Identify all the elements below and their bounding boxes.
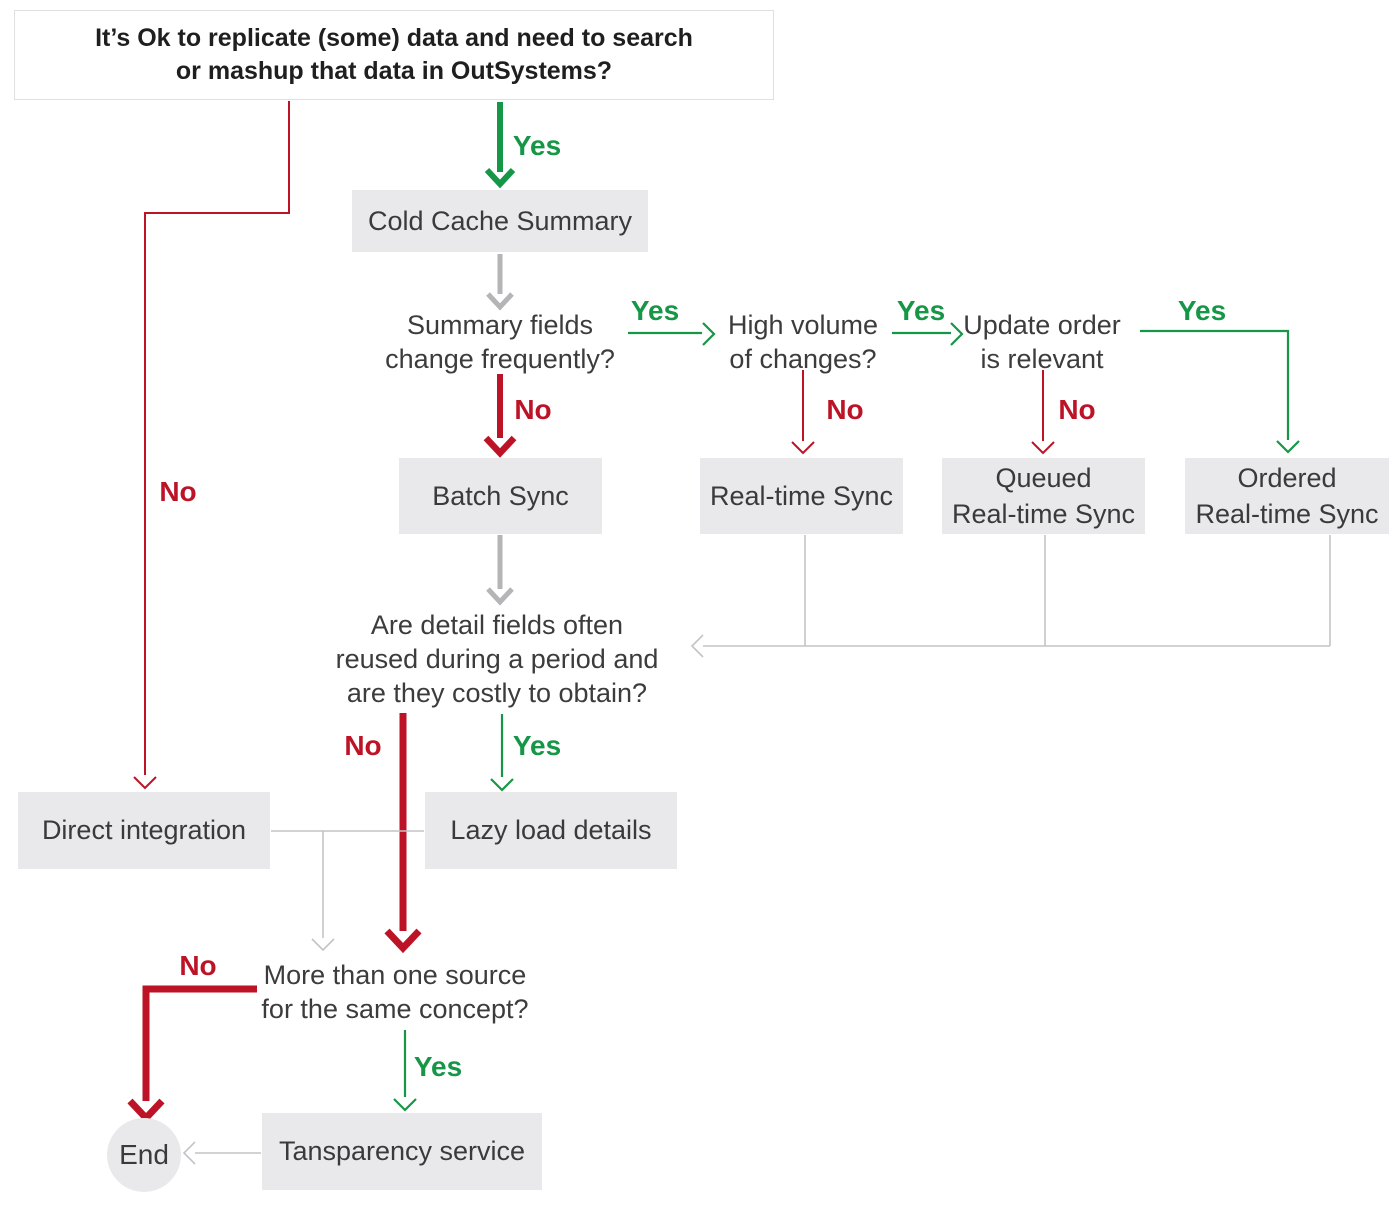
question-detail-fields: Are detail fields often reused during a … <box>335 610 659 708</box>
label-yes-multiple: Yes <box>413 1051 463 1082</box>
edge-no-high-volume <box>791 370 815 455</box>
edge-transparency-to-end <box>182 1141 261 1165</box>
edge-yes-update-order <box>1140 329 1300 454</box>
edge-no-summary <box>483 374 517 458</box>
edge-no-multiple <box>127 985 257 1124</box>
edge-yes-detail <box>490 714 514 792</box>
label-yes-update-order: Yes <box>1177 295 1227 326</box>
question-summary-fields: Summary fields change frequently? <box>385 310 615 374</box>
node-end: End <box>107 1118 181 1192</box>
edge-no-update-order <box>1031 370 1055 455</box>
edge-yes-multiple <box>393 1030 417 1112</box>
node-transparency-service: Tansparency service <box>262 1113 542 1190</box>
label-no-root: No <box>159 476 197 507</box>
edge-no-detail <box>384 713 422 954</box>
label-yes-detail: Yes <box>512 730 562 761</box>
node-cold-cache-summary: Cold Cache Summary <box>352 190 648 252</box>
label-no-detail: No <box>344 730 382 761</box>
edge-coldcache-to-summary <box>486 254 514 311</box>
label-no-multiple: No <box>179 950 217 981</box>
question-multiple-sources: More than one source for the same concep… <box>261 960 529 1024</box>
edge-direct-lazy-to-multiple <box>271 830 424 952</box>
edge-syncs-to-detail-collector <box>690 535 1331 658</box>
label-yes-root: Yes <box>512 130 562 161</box>
label-no-summary: No <box>514 394 552 425</box>
root-question-node: It’s Ok to replicate (some) data and nee… <box>14 10 774 100</box>
question-update-order: Update order is relevant <box>963 310 1121 374</box>
label-no-update-order: No <box>1058 394 1096 425</box>
node-direct-integration: Direct integration <box>18 792 270 869</box>
node-lazy-load-details: Lazy load details <box>425 792 677 869</box>
node-batch-sync: Batch Sync <box>399 458 602 534</box>
edge-no-root <box>133 101 290 790</box>
node-ordered-real-time-sync: Ordered Real-time Sync <box>1185 458 1389 534</box>
label-yes-summary: Yes <box>630 295 680 326</box>
node-queued-real-time-sync: Queued Real-time Sync <box>942 458 1145 534</box>
label-yes-high-volume: Yes <box>896 295 946 326</box>
edge-yes-summary <box>628 322 716 346</box>
node-real-time-sync: Real-time Sync <box>700 458 903 534</box>
edge-yes-high-volume <box>892 322 964 346</box>
question-high-volume: High volume of changes? <box>727 310 879 374</box>
label-no-high-volume: No <box>826 394 864 425</box>
edge-yes-root <box>484 102 516 189</box>
edge-batchsync-to-detail <box>486 535 514 606</box>
